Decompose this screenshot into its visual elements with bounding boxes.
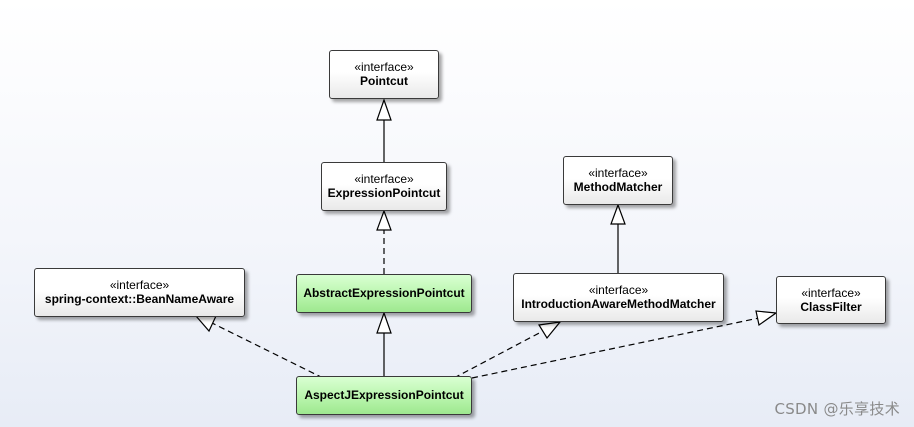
watermark: CSDN @乐享技术 bbox=[774, 400, 900, 418]
edge-aspectjexpressionpointcut-to-beannameaware bbox=[194, 315, 324, 379]
stereotype-label: «interface» bbox=[354, 60, 414, 74]
generalization-arrowhead bbox=[376, 98, 392, 121]
class-introductionawaremethodmatcher[interactable]: «interface» IntroductionAwareMethodMatch… bbox=[513, 273, 724, 322]
class-pointcut[interactable]: «interface» Pointcut bbox=[329, 50, 439, 99]
class-beannameaware[interactable]: «interface» spring-context::BeanNameAwar… bbox=[34, 268, 245, 317]
stereotype-label: «interface» bbox=[588, 283, 649, 297]
class-name: spring-context::BeanNameAware bbox=[44, 292, 235, 306]
stereotype-label: «interface» bbox=[801, 285, 861, 300]
generalization-arrowhead bbox=[610, 203, 626, 225]
stereotype-label: «interface» bbox=[109, 278, 170, 292]
realization-arrowhead bbox=[194, 315, 217, 333]
realization-arrowhead bbox=[376, 209, 392, 231]
class-expressionpointcut[interactable]: «interface» ExpressionPointcut bbox=[321, 162, 447, 211]
edge-aspectjexpressionpointcut-to-classfilter bbox=[471, 310, 778, 379]
class-name: Pointcut bbox=[360, 74, 408, 88]
edge-expressionpointcut-to-pointcut bbox=[376, 98, 392, 162]
class-name: AspectJExpressionPointcut bbox=[304, 388, 464, 402]
class-name: MethodMatcher bbox=[573, 180, 663, 194]
class-name: ClassFilter bbox=[800, 299, 862, 314]
edge-aspectjexpressionpointcut-to-introductionawaremethodmatcher bbox=[453, 321, 562, 379]
class-name: ExpressionPointcut bbox=[327, 186, 441, 200]
class-name: IntroductionAwareMethodMatcher bbox=[521, 297, 716, 311]
realization-arrowhead bbox=[755, 310, 778, 327]
stereotype-label: «interface» bbox=[588, 166, 648, 180]
class-name: AbstractExpressionPointcut bbox=[303, 286, 465, 300]
edge-abstractexpressionpointcut-to-expressionpointcut bbox=[376, 209, 392, 274]
edge-introductionawaremethodmatcher-to-methodmatcher bbox=[610, 203, 626, 273]
class-abstractexpressionpointcut[interactable]: AbstractExpressionPointcut bbox=[296, 274, 472, 313]
stereotype-label: «interface» bbox=[354, 172, 414, 186]
class-classfilter[interactable]: «interface» ClassFilter bbox=[776, 276, 886, 324]
generalization-arrowhead bbox=[376, 311, 392, 334]
class-aspectjexpressionpointcut[interactable]: AspectJExpressionPointcut bbox=[296, 376, 472, 415]
edge-aspectjexpressionpointcut-to-abstractexpressionpointcut bbox=[376, 311, 392, 376]
realization-arrowhead bbox=[538, 321, 562, 340]
class-methodmatcher[interactable]: «interface» MethodMatcher bbox=[563, 156, 673, 205]
